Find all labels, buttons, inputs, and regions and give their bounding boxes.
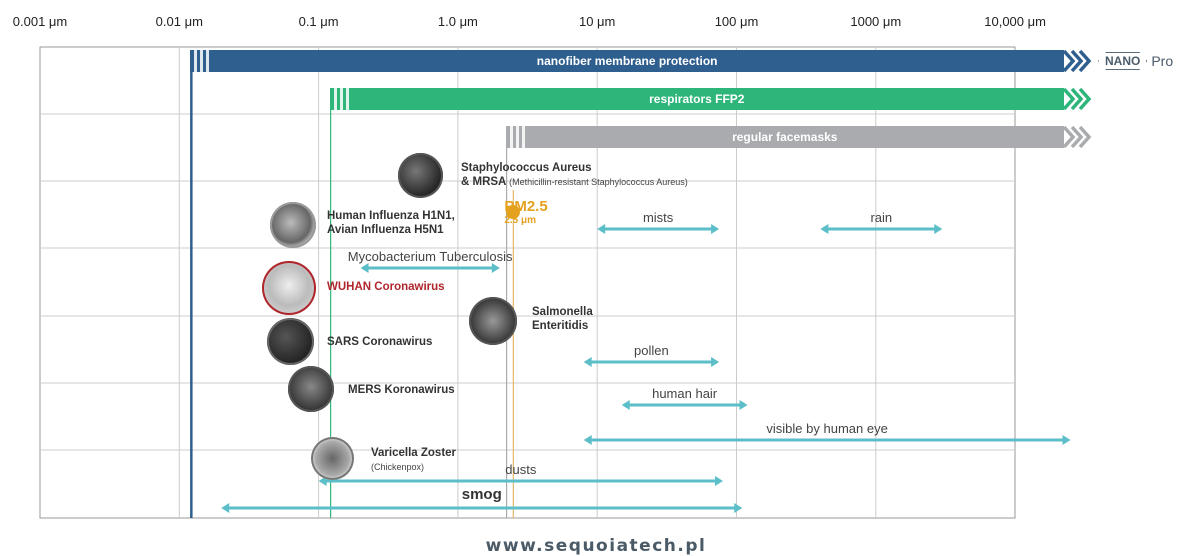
axis-tick-label: 100 μm [714,14,759,29]
bar-hatch [206,50,210,72]
diagram-frame [39,46,1016,519]
range-label: visible by human eye [766,421,888,436]
chevron-right-icon [1063,88,1092,110]
range-arrow-head-left [621,400,630,410]
range-arrow-head-left [221,503,230,513]
bar-hatch [515,126,519,148]
nano-pro-logo: NANO Pro [1098,50,1173,72]
mers-coronavirus-label: MERS Koronawirus [348,384,455,396]
chevron-right-icon [1063,50,1092,72]
range-label: rain [870,210,893,225]
chevron-stroke [1078,50,1092,72]
wuhan-coronavirus-image [262,261,316,315]
protection-bar-label: regular facemasks [732,130,838,144]
range-arrow-head-left [360,263,369,273]
axis-tick-label: 10,000 μm [984,14,1046,29]
wuhan-coronavirus-label: WUHAN Coronawirus [327,281,445,293]
range-arrow-head-left [583,357,592,367]
range-label: pollen [634,343,669,358]
varicella-zoster-image [311,437,354,480]
range-label: mists [642,210,674,225]
bar-hatch [509,126,513,148]
bar-hatch [333,88,337,110]
protection-bar: regular facemasks [505,126,1092,148]
range-arrow-head-right [491,263,500,273]
range-label: smog [461,486,502,503]
axis-tick-label: 1000 μm [850,14,902,29]
range-arrow-head-left [820,224,829,234]
sars-coronavirus-label: SARS Coronawirus [327,336,433,348]
range-arrow-head-left [597,224,606,234]
footer-url: www.sequoiatech.pl [485,536,707,556]
bar-hatch [339,88,343,110]
chevron-stroke [1070,88,1084,110]
staphylococcus-image [398,153,443,198]
range-arrow-head-right [1062,435,1071,445]
protection-bar-label: nanofiber membrane protection [536,54,718,68]
protection-bar: nanofiber membrane protection [190,50,1092,72]
range-arrow-head-left [583,435,592,445]
range-label: human hair [652,386,718,401]
axis-tick-label: 0.01 μm [155,14,203,29]
pro-logo-text: Pro [1151,53,1174,69]
salmonella-label: Salmonella Enteritidis [532,306,593,332]
range-arrow-head-right [715,476,724,486]
sars-coronavirus-image [267,318,314,365]
chevron-stroke [1078,126,1092,148]
range-label: dusts [505,462,537,477]
mers-coronavirus-image [288,366,334,412]
chevron-stroke [1070,126,1084,148]
axis-tick-label: 0.1 μm [298,14,339,29]
range-arrow-head-right [934,224,943,234]
pm25-label: PM2.5 2.5 μm [504,198,548,227]
bar-hatch [521,126,525,148]
chevron-stroke [1070,50,1084,72]
range-label: Mycobacterium Tuberculosis [347,249,513,264]
influenza-image [270,202,316,248]
protection-bar: respirators FFP2 [329,88,1092,110]
range-arrow-head-right [739,400,748,410]
nano-logo-text: NANO [1098,52,1147,70]
salmonella-image [469,297,517,345]
protection-bar-label: respirators FFP2 [649,92,745,106]
range-arrow-head-right [734,503,743,513]
bar-hatch [345,88,349,110]
chevron-stroke [1063,126,1076,148]
chevron-right-icon [1063,126,1092,148]
staphylococcus-label: Staphylococcus Aureus & MRSA (Methicilli… [461,162,688,188]
varicella-zoster-label: Varicella Zoster (Chickenpox) [371,447,457,472]
pm25-marker [506,205,521,219]
axis-tick-label: 0.001 μm [12,14,68,29]
range-arrow-head-right [711,357,720,367]
chevron-stroke [1078,88,1092,110]
chevron-stroke [1063,88,1076,110]
axis-tick-label: 10 μm [578,14,616,29]
range-arrow-head-right [711,224,720,234]
influenza-label: Human Influenza H1N1, Avian Influenza H5… [327,210,455,236]
chevron-stroke [1063,50,1076,72]
axis-tick-label: 1.0 μm [437,14,478,29]
bar-hatch [194,50,198,72]
bar-hatch [200,50,204,72]
